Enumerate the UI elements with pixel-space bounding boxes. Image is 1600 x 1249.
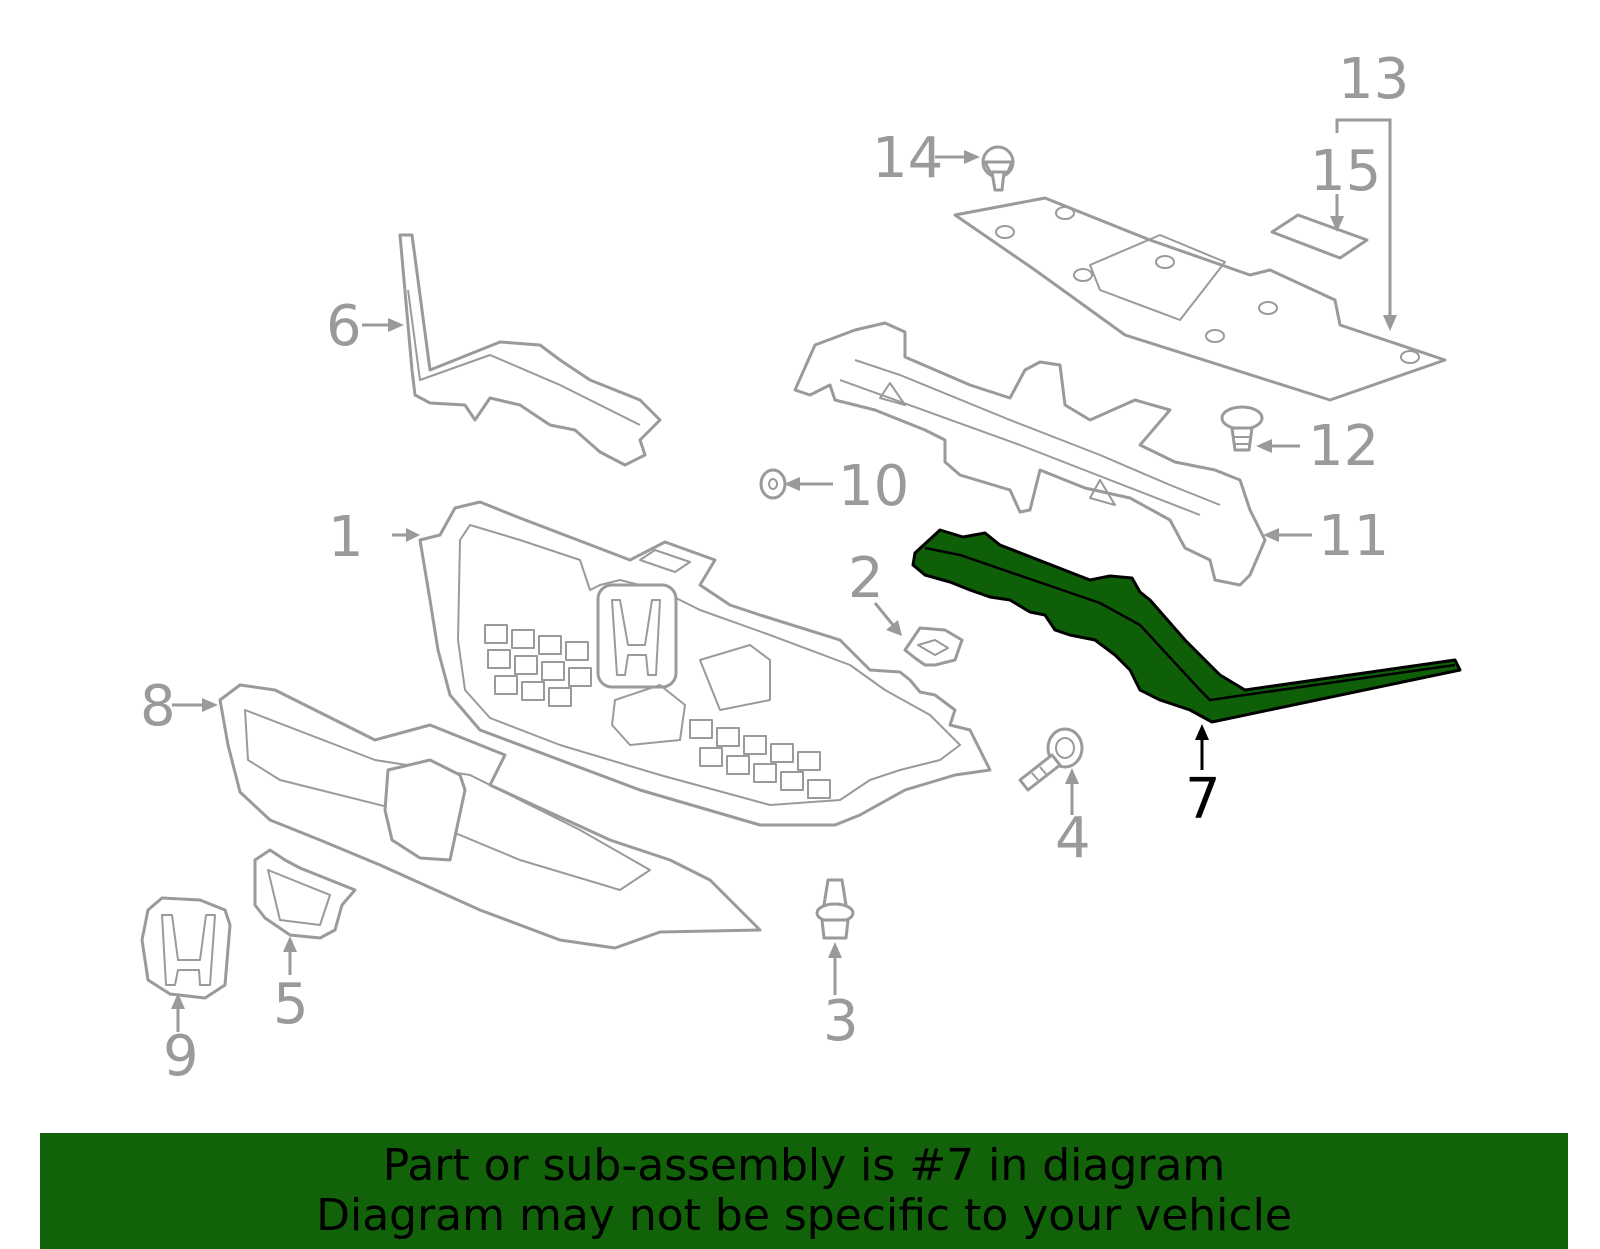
- part-8-garnish: [218, 683, 762, 950]
- callout-12: 12: [1308, 414, 1379, 479]
- callout-13: 13: [1338, 47, 1409, 112]
- banner-line-2: Diagram may not be specific to your vehi…: [316, 1190, 1292, 1241]
- part-12-screw: [1220, 405, 1264, 452]
- callout-15: 15: [1310, 139, 1381, 204]
- part-9-emblem: [140, 896, 232, 1000]
- callout-2: 2: [848, 546, 884, 611]
- part-7-reinforcement: [911, 528, 1462, 724]
- callout-5: 5: [273, 972, 309, 1037]
- callout-11: 11: [1318, 504, 1389, 569]
- part-14-clip: [981, 145, 1015, 192]
- part-10-washer: [759, 468, 787, 500]
- banner-line-1: Part or sub-assembly is #7 in diagram: [382, 1140, 1226, 1191]
- part-4-bolt: [1018, 727, 1084, 792]
- part-15-label: [1270, 213, 1369, 260]
- callout-1: 1: [328, 505, 364, 570]
- callout-14: 14: [872, 126, 943, 191]
- part-3-push-clip: [815, 878, 855, 940]
- part-6-side-bracket: [398, 233, 662, 467]
- part-13-upper-cover: [953, 196, 1447, 402]
- part-2-clip-nut: [903, 626, 964, 667]
- part-info-banner: Part or sub-assembly is #7 in diagram Di…: [40, 1133, 1568, 1249]
- callout-6: 6: [326, 294, 362, 359]
- part-11-bracket: [793, 321, 1267, 587]
- callout-arrows: [171, 118, 1397, 1032]
- callout-9: 9: [163, 1024, 199, 1089]
- callout-8: 8: [140, 674, 176, 739]
- callout-4: 4: [1055, 806, 1091, 871]
- part-1-grille: [418, 500, 992, 827]
- part-5-trim: [253, 848, 357, 940]
- callout-3: 3: [823, 989, 859, 1054]
- callout-10: 10: [838, 454, 909, 519]
- callout-7: 7: [1185, 767, 1221, 832]
